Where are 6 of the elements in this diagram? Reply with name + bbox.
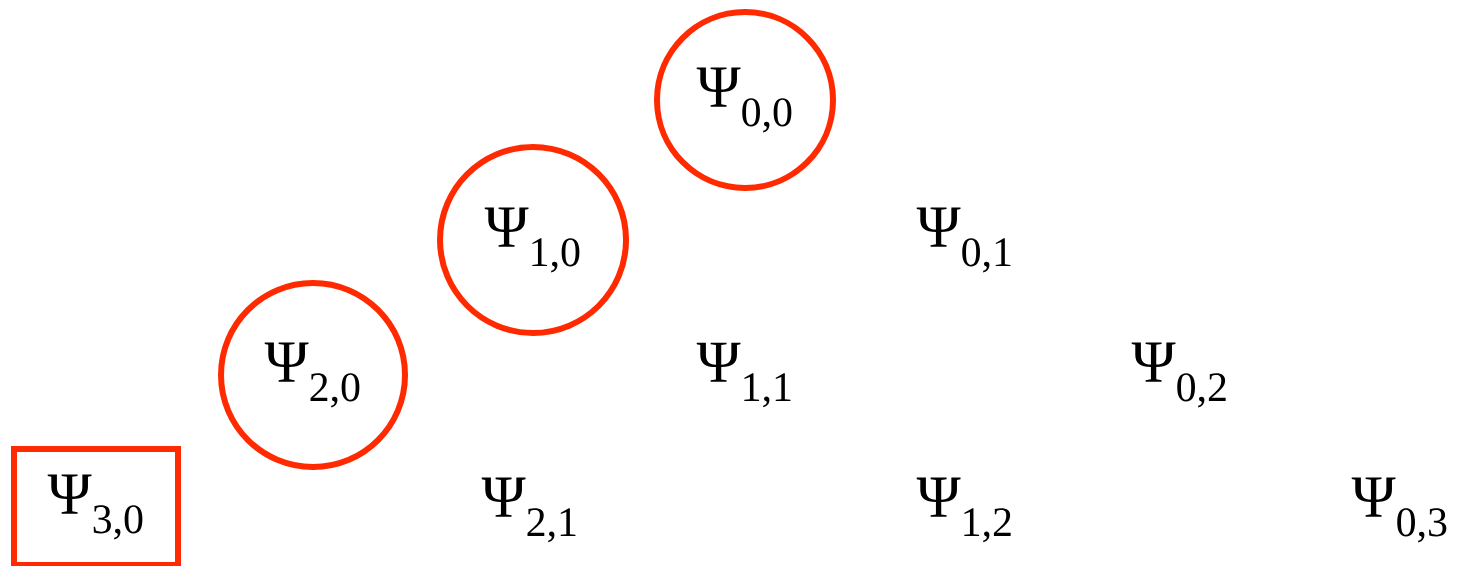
symbol-label: Ψ$_{2,1}$ xyxy=(481,477,576,543)
symbol-label: Ψ$_{0,2}$ xyxy=(1131,342,1226,408)
symbol-label: Ψ$_{0,1}$ xyxy=(916,207,1011,273)
symbol-label: Ψ$_{1,2}$ xyxy=(916,477,1011,543)
symbol-label: Ψ$_{0,3}$ xyxy=(1351,477,1447,543)
symbol-label: Ψ$_{1,1}$ xyxy=(696,342,791,408)
